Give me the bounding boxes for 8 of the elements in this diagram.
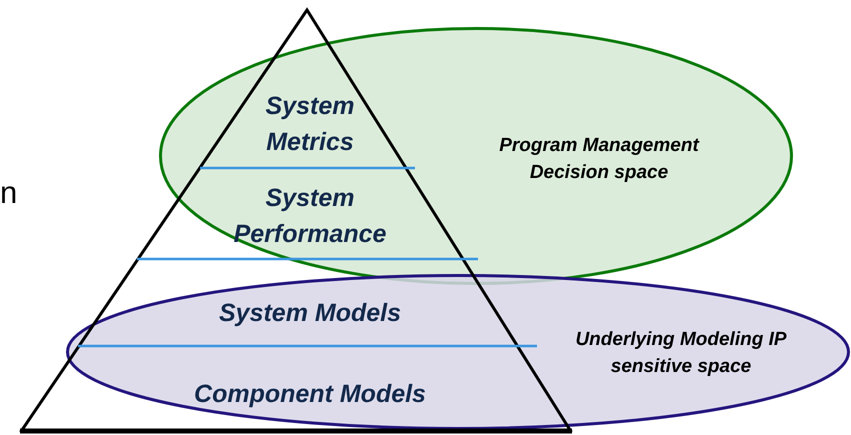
- label-text: n: [0, 176, 18, 210]
- tier-label: System Models: [218, 298, 401, 329]
- region-label: Program Management Decision space: [498, 134, 700, 185]
- region-label: Underlying Modeling IP sensitive space: [574, 328, 788, 379]
- tier-label: Component Models: [194, 379, 426, 410]
- tier-label: System Metrics: [264, 91, 356, 158]
- tier-label: System Performance: [232, 183, 388, 250]
- ellipse-region: [66, 274, 850, 430]
